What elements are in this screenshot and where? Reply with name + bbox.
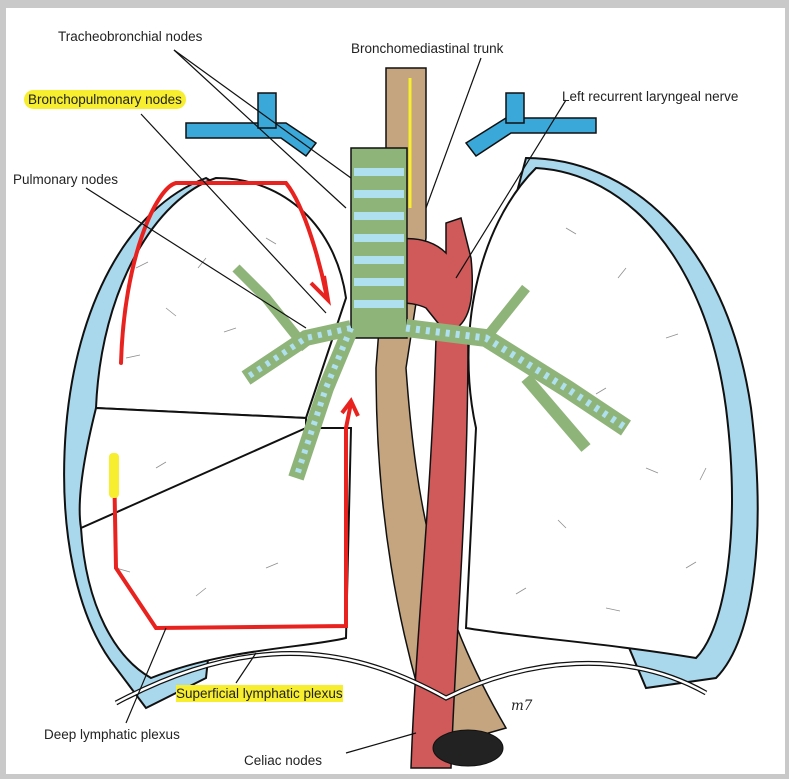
aorta-descending [410,337,469,769]
figure-frame: Tracheobronchial nodes Bronchomediastina… [6,8,785,774]
left-vein [185,122,318,158]
label-celiac-nodes: Celiac nodes [244,753,323,768]
annotation-red-path [112,181,353,631]
label-bronchomediastinal-trunk: Bronchomediastinal trunk [351,41,504,56]
label-deep-lymphatic-plexus: Deep lymphatic plexus [44,727,180,742]
bronchial-tree [232,264,631,481]
artist-signature: m7 [511,698,533,714]
left-vein-branch [257,92,277,129]
label-tracheobronchial-nodes: Tracheobronchial nodes [58,29,203,44]
label-superficial-lymphatic-plexus: Superficial lymphatic plexus [176,685,343,702]
annotation-arrowhead-bottom [340,397,360,417]
trachea [350,147,408,339]
annotation-arrowhead-top [309,275,331,306]
highlight-mark [109,453,119,498]
leader-lines [85,49,567,754]
right-vein-branch [505,92,525,124]
highlighted-text: Superficial lymphatic plexus [176,685,343,702]
lung-lymphatics-illustration [63,49,759,769]
right-vein [464,117,597,158]
label-bronchopulmonary-nodes: Bronchopulmonary nodes [24,90,186,109]
esophagus-opening [432,729,504,767]
label-pulmonary-nodes: Pulmonary nodes [13,172,119,187]
left-lung-upper-lobe [94,176,348,420]
lung-texture [115,227,707,612]
highlighted-text: Bronchopulmonary nodes [24,90,186,109]
label-left-recurrent-laryngeal-nerve: Left recurrent laryngeal nerve [562,89,739,104]
